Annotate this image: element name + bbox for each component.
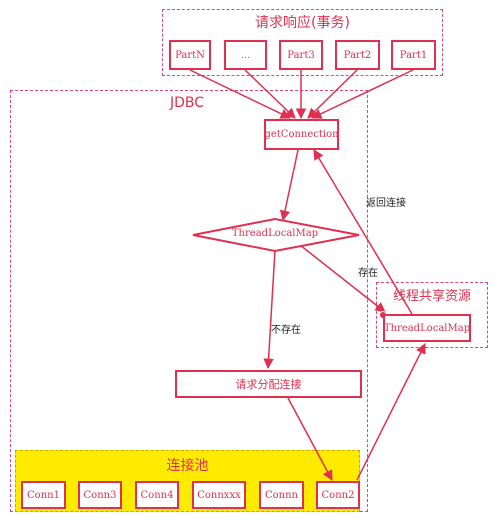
part-2-box: Part2 bbox=[335, 40, 380, 70]
conn-1-box: Conn1 bbox=[21, 481, 66, 509]
edge-part-ellipsis bbox=[244, 69, 296, 119]
part-3-box: Part3 bbox=[279, 40, 323, 70]
edge-return-conn bbox=[313, 149, 413, 315]
part-n-box: PartN bbox=[169, 40, 211, 70]
connection-pool-title: 连接池 bbox=[166, 458, 209, 474]
not-exists-label: 不存在 bbox=[271, 325, 301, 336]
thread-local-map-diamond bbox=[192, 217, 360, 253]
jdbc-title: JDBC bbox=[170, 95, 205, 111]
return-connection-label: 返回连接 bbox=[366, 198, 406, 209]
request-group bbox=[162, 9, 443, 76]
conn-3-box: Conn3 bbox=[78, 481, 122, 509]
edge-get-to-map bbox=[279, 149, 299, 222]
conn-xxx-box: Connxxx bbox=[192, 481, 246, 509]
shared-resource-title: 线程共享资源 bbox=[392, 289, 471, 304]
thread-local-map-label: ThreadLocalMap bbox=[231, 228, 319, 239]
edge-exists bbox=[299, 244, 386, 313]
conn-4-box: Conn4 bbox=[135, 481, 179, 509]
exists-label: 存在 bbox=[358, 268, 378, 279]
edge-allocate-to-conn2 bbox=[287, 397, 333, 481]
edge-part-2 bbox=[307, 69, 358, 119]
edge-conn2-to-shared bbox=[356, 343, 426, 481]
edge-not-exists bbox=[263, 249, 276, 370]
request-group-title: 请求响应(事务) bbox=[255, 15, 350, 31]
request-allocate-box: 请求分配连接 bbox=[175, 370, 362, 398]
edge-part-1 bbox=[311, 69, 414, 119]
edge-part-n bbox=[189, 69, 291, 119]
part-1-box: Part1 bbox=[391, 40, 436, 70]
conn-2-box: Conn2 bbox=[316, 481, 360, 509]
shared-resource-group bbox=[376, 282, 488, 348]
conn-n-box: Connn bbox=[259, 481, 304, 509]
shared-thread-local-map-box: ThreadLocalMap bbox=[383, 314, 471, 342]
part-ellipsis-box: ... bbox=[224, 40, 267, 70]
get-connection-box: getConnection bbox=[264, 119, 339, 150]
